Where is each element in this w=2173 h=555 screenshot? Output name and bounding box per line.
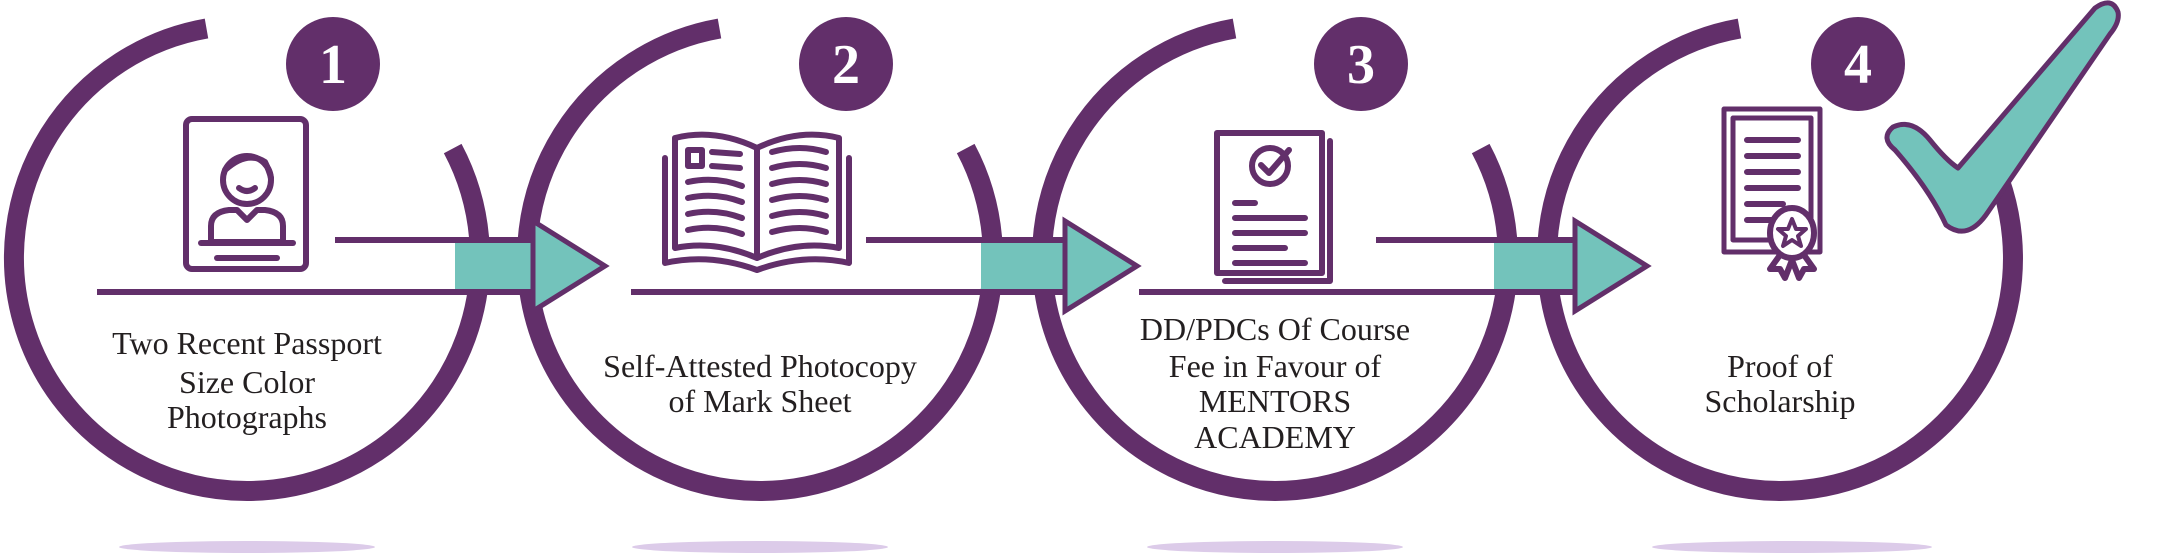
step-1-label-line: Size Color bbox=[179, 364, 315, 400]
arrow-1-body bbox=[455, 243, 535, 289]
step-4-label-line: Scholarship bbox=[1704, 383, 1855, 419]
checkmark-icon bbox=[1884, 0, 2121, 234]
arrow-3-body bbox=[1494, 243, 1577, 289]
open-book-icon bbox=[662, 131, 852, 273]
step-3-badge bbox=[1314, 17, 1408, 111]
certificate-icon bbox=[1721, 106, 1823, 281]
step-1-label-line: Two Recent Passport bbox=[112, 325, 382, 361]
arrow-3-to-4 bbox=[1139, 216, 1652, 316]
step-1-badge bbox=[286, 17, 380, 111]
step-2-shadow bbox=[632, 541, 888, 553]
step-3-label-line: DD/PDCs Of Course bbox=[1140, 311, 1410, 347]
arrow-3-head bbox=[1572, 216, 1652, 316]
step-4-badge bbox=[1811, 17, 1905, 111]
step-4-shadow bbox=[1652, 541, 1932, 553]
id-photo-icon bbox=[183, 116, 309, 272]
step-1-label-line: Photographs bbox=[167, 399, 327, 435]
arrow-1-to-2 bbox=[97, 216, 610, 316]
arrow-1-bottom-line bbox=[97, 289, 533, 295]
arrow-2-to-3 bbox=[631, 216, 1142, 316]
arrow-3-bottom-line bbox=[1139, 289, 1575, 295]
step-4-label-line: Proof of bbox=[1727, 348, 1833, 384]
step-3-number: 3 bbox=[1347, 34, 1375, 96]
checked-document-icon bbox=[1214, 130, 1333, 284]
step-3-ring bbox=[1031, 18, 1518, 501]
arrow-2-body bbox=[981, 243, 1067, 289]
step-2-ring bbox=[516, 18, 1003, 501]
step-1-ring bbox=[3, 18, 490, 501]
step-3-label-line: MENTORS bbox=[1199, 383, 1351, 419]
step-1: 1 Two Recent Passport Size Color Photogr… bbox=[3, 17, 490, 501]
step-1-shadow bbox=[119, 541, 375, 553]
step-4-ring bbox=[1536, 18, 2023, 501]
step-4: 4 Proof of Scholarship bbox=[1536, 17, 2023, 501]
step-3-shadow bbox=[1147, 541, 1403, 553]
step-3-label-line: Fee in Favour of bbox=[1169, 348, 1382, 384]
step-2-label-line: of Mark Sheet bbox=[668, 383, 851, 419]
arrow-2-head bbox=[1062, 216, 1142, 316]
arrow-3-top-line bbox=[1376, 237, 1575, 243]
arrow-1-head bbox=[530, 216, 610, 316]
arrow-2-bottom-line bbox=[631, 289, 1065, 295]
arrow-1-top-line bbox=[335, 237, 533, 243]
step-2: 2 Self-Attested Photocopy of Mark Sheet bbox=[516, 17, 1003, 501]
step-3: 3 DD/PDCs Of Course Fee in Favour of MEN… bbox=[1031, 17, 1518, 501]
step-3-label-line: ACADEMY bbox=[1194, 419, 1356, 455]
step-2-badge bbox=[799, 17, 893, 111]
step-4-number: 4 bbox=[1844, 34, 1872, 96]
arrow-2-top-line bbox=[866, 237, 1065, 243]
step-2-number: 2 bbox=[832, 34, 860, 96]
step-2-label-line: Self-Attested Photocopy bbox=[603, 348, 917, 384]
step-1-number: 1 bbox=[319, 34, 347, 96]
